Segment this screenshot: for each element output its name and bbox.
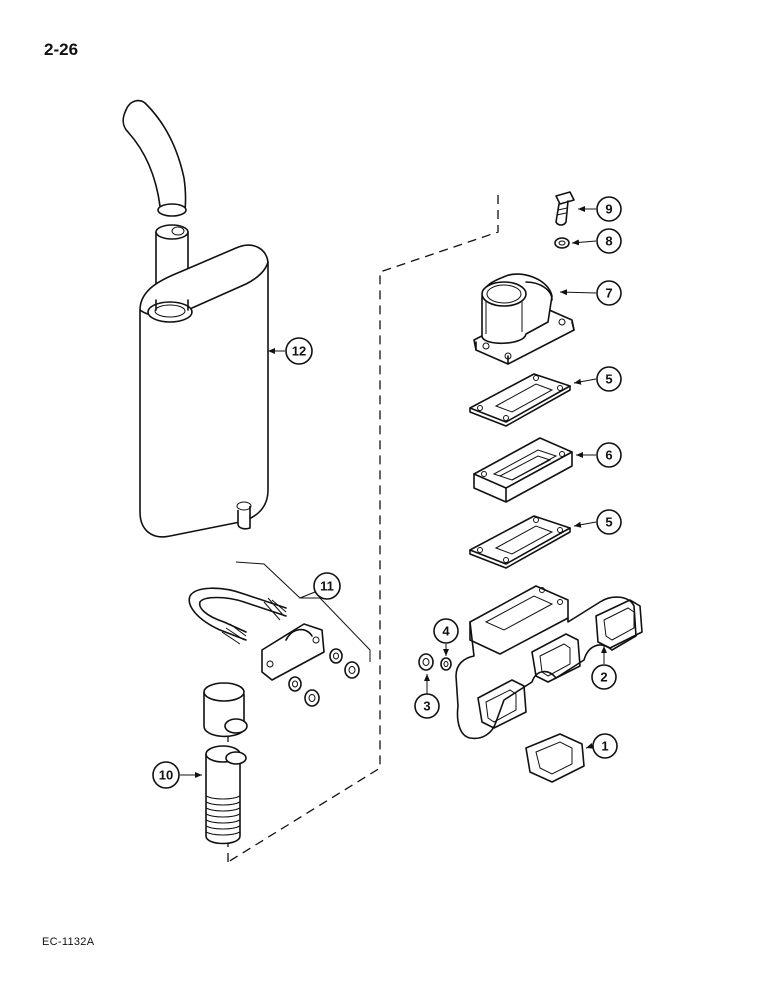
callout-4: 4 (433, 618, 459, 644)
callout-7: 7 (596, 280, 622, 306)
callout-9-label: 9 (605, 202, 612, 217)
callout-12-label: 12 (292, 344, 306, 359)
leader-lines (180, 206, 607, 778)
callout-3-label: 3 (423, 699, 430, 714)
callout-5-upper-label: 5 (605, 372, 612, 387)
callout-8: 8 (596, 228, 622, 254)
callout-12: 12 (285, 337, 313, 365)
flat-washer (440, 657, 452, 671)
adapter-pipe (205, 745, 247, 845)
callout-5-lower: 5 (596, 509, 622, 535)
callout-5-upper: 5 (596, 366, 622, 392)
callout-9: 9 (596, 196, 622, 222)
muffler (122, 99, 269, 538)
spacer (473, 437, 573, 503)
lock-washer (554, 237, 570, 249)
page-number: 2-26 (44, 40, 79, 59)
nut (418, 653, 434, 671)
callout-3: 3 (414, 693, 440, 719)
callout-6: 6 (596, 442, 622, 468)
gasket-lower (469, 515, 571, 569)
callout-11-label: 11 (320, 579, 334, 594)
callout-4-label: 4 (442, 624, 450, 639)
outlet-elbow (473, 273, 575, 365)
callout-2: 2 (591, 664, 617, 690)
bolt (555, 191, 575, 226)
callout-7-label: 7 (605, 286, 612, 301)
exhaust-manifold (455, 585, 643, 740)
pipe-sleeve (203, 682, 248, 738)
flange-gasket (525, 733, 585, 783)
callout-5-lower-label: 5 (605, 515, 612, 530)
callout-1: 1 (592, 733, 618, 759)
callout-6-label: 6 (605, 448, 612, 463)
clamp-assembly (188, 561, 371, 707)
figure-code: EC-1132A (42, 936, 95, 948)
gasket-upper (469, 373, 571, 427)
callout-10: 10 (152, 761, 180, 789)
callout-11: 11 (313, 572, 341, 600)
callout-2-label: 2 (600, 670, 607, 685)
callout-8-label: 8 (605, 234, 612, 249)
callout-10-label: 10 (159, 768, 173, 783)
callout-1-label: 1 (601, 739, 608, 754)
